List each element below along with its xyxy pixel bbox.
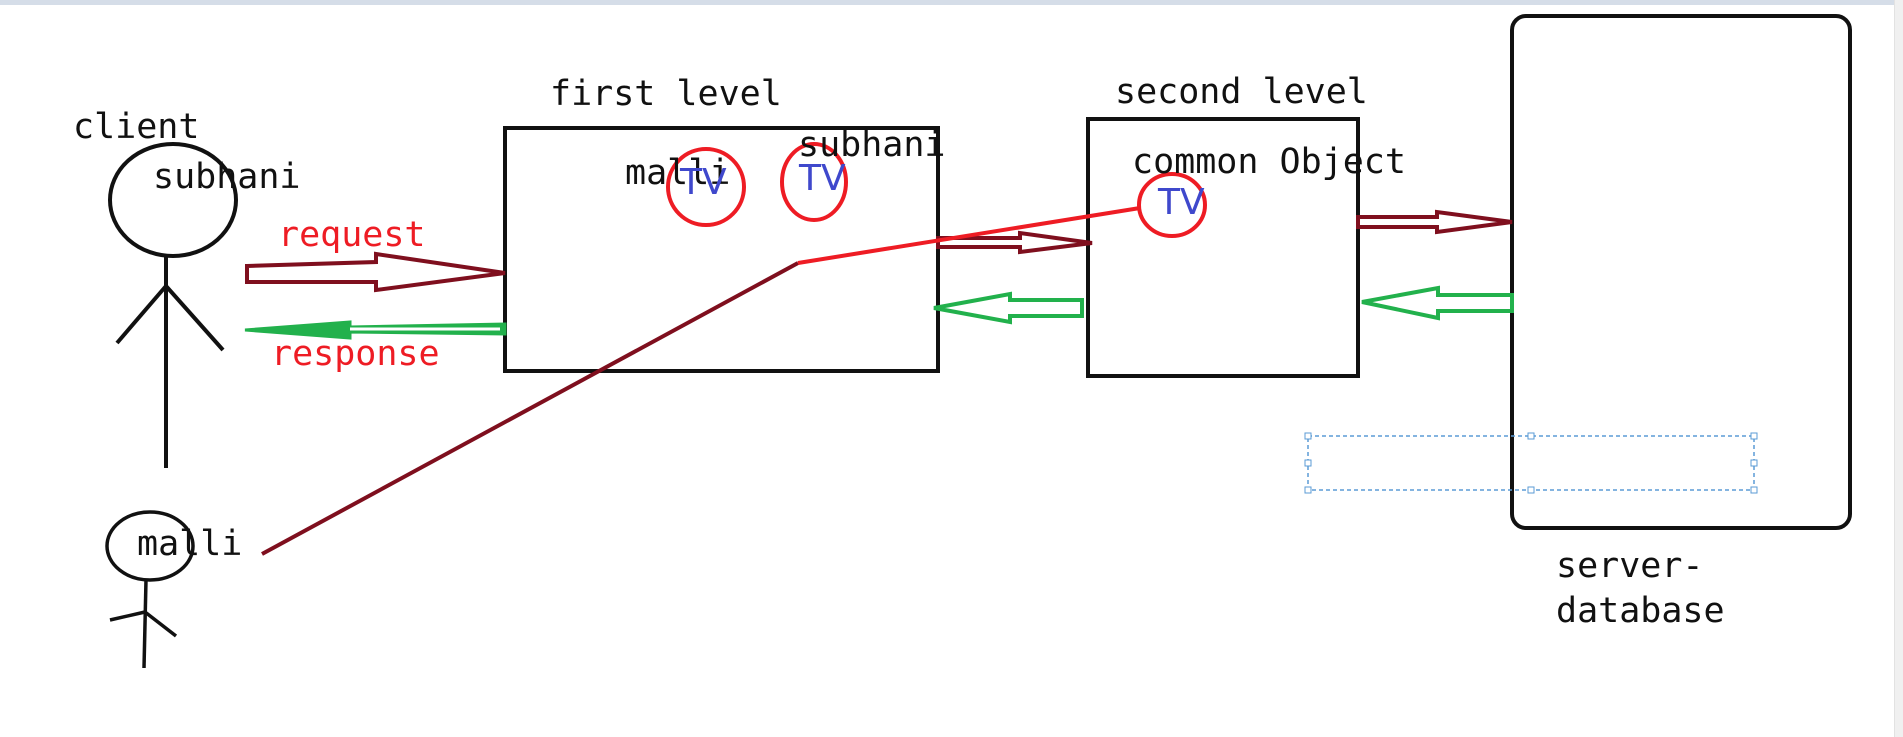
common-object-label: common Object bbox=[1132, 142, 1406, 182]
server-label-line1: server- bbox=[1556, 546, 1704, 586]
tv-label-subhani: TV bbox=[798, 158, 846, 199]
stick-figure-subhani bbox=[108, 142, 238, 468]
tv-circle-common bbox=[1137, 172, 1207, 238]
first-level-malli-label: malli bbox=[625, 153, 730, 193]
tv-label-common: TV bbox=[1157, 182, 1205, 223]
second-level-box bbox=[1086, 117, 1360, 378]
tv-circle-malli bbox=[666, 147, 746, 227]
server-to-second-arrow bbox=[1361, 285, 1514, 321]
second-to-server-arrow bbox=[1356, 209, 1513, 235]
tv-label-malli: TV bbox=[679, 162, 727, 203]
selection-marquee[interactable] bbox=[1304, 432, 1758, 494]
malli-reference-line bbox=[261, 261, 799, 556]
first-level-subhani-label: subhani bbox=[798, 125, 946, 165]
server-database-box bbox=[1510, 14, 1852, 530]
second-to-first-arrow bbox=[933, 291, 1084, 325]
first-level-box bbox=[503, 126, 940, 373]
client-label: client bbox=[73, 107, 199, 147]
common-object-reference-line bbox=[797, 206, 1141, 265]
request-label: request bbox=[278, 215, 426, 255]
second-level-title: second level bbox=[1115, 72, 1368, 112]
subhani-client-label: subhani bbox=[153, 157, 301, 197]
server-label-line2: database bbox=[1556, 591, 1725, 631]
window-top-edge bbox=[0, 0, 1903, 5]
first-level-title: first level bbox=[550, 74, 782, 114]
vertical-scrollbar[interactable] bbox=[1894, 0, 1903, 737]
first-to-second-arrow bbox=[936, 230, 1093, 255]
stick-figure-malli bbox=[105, 510, 195, 669]
response-label: response bbox=[271, 334, 440, 374]
malli-client-label: malli bbox=[137, 524, 242, 564]
request-arrow bbox=[245, 251, 506, 293]
tv-circle-subhani bbox=[780, 142, 848, 222]
